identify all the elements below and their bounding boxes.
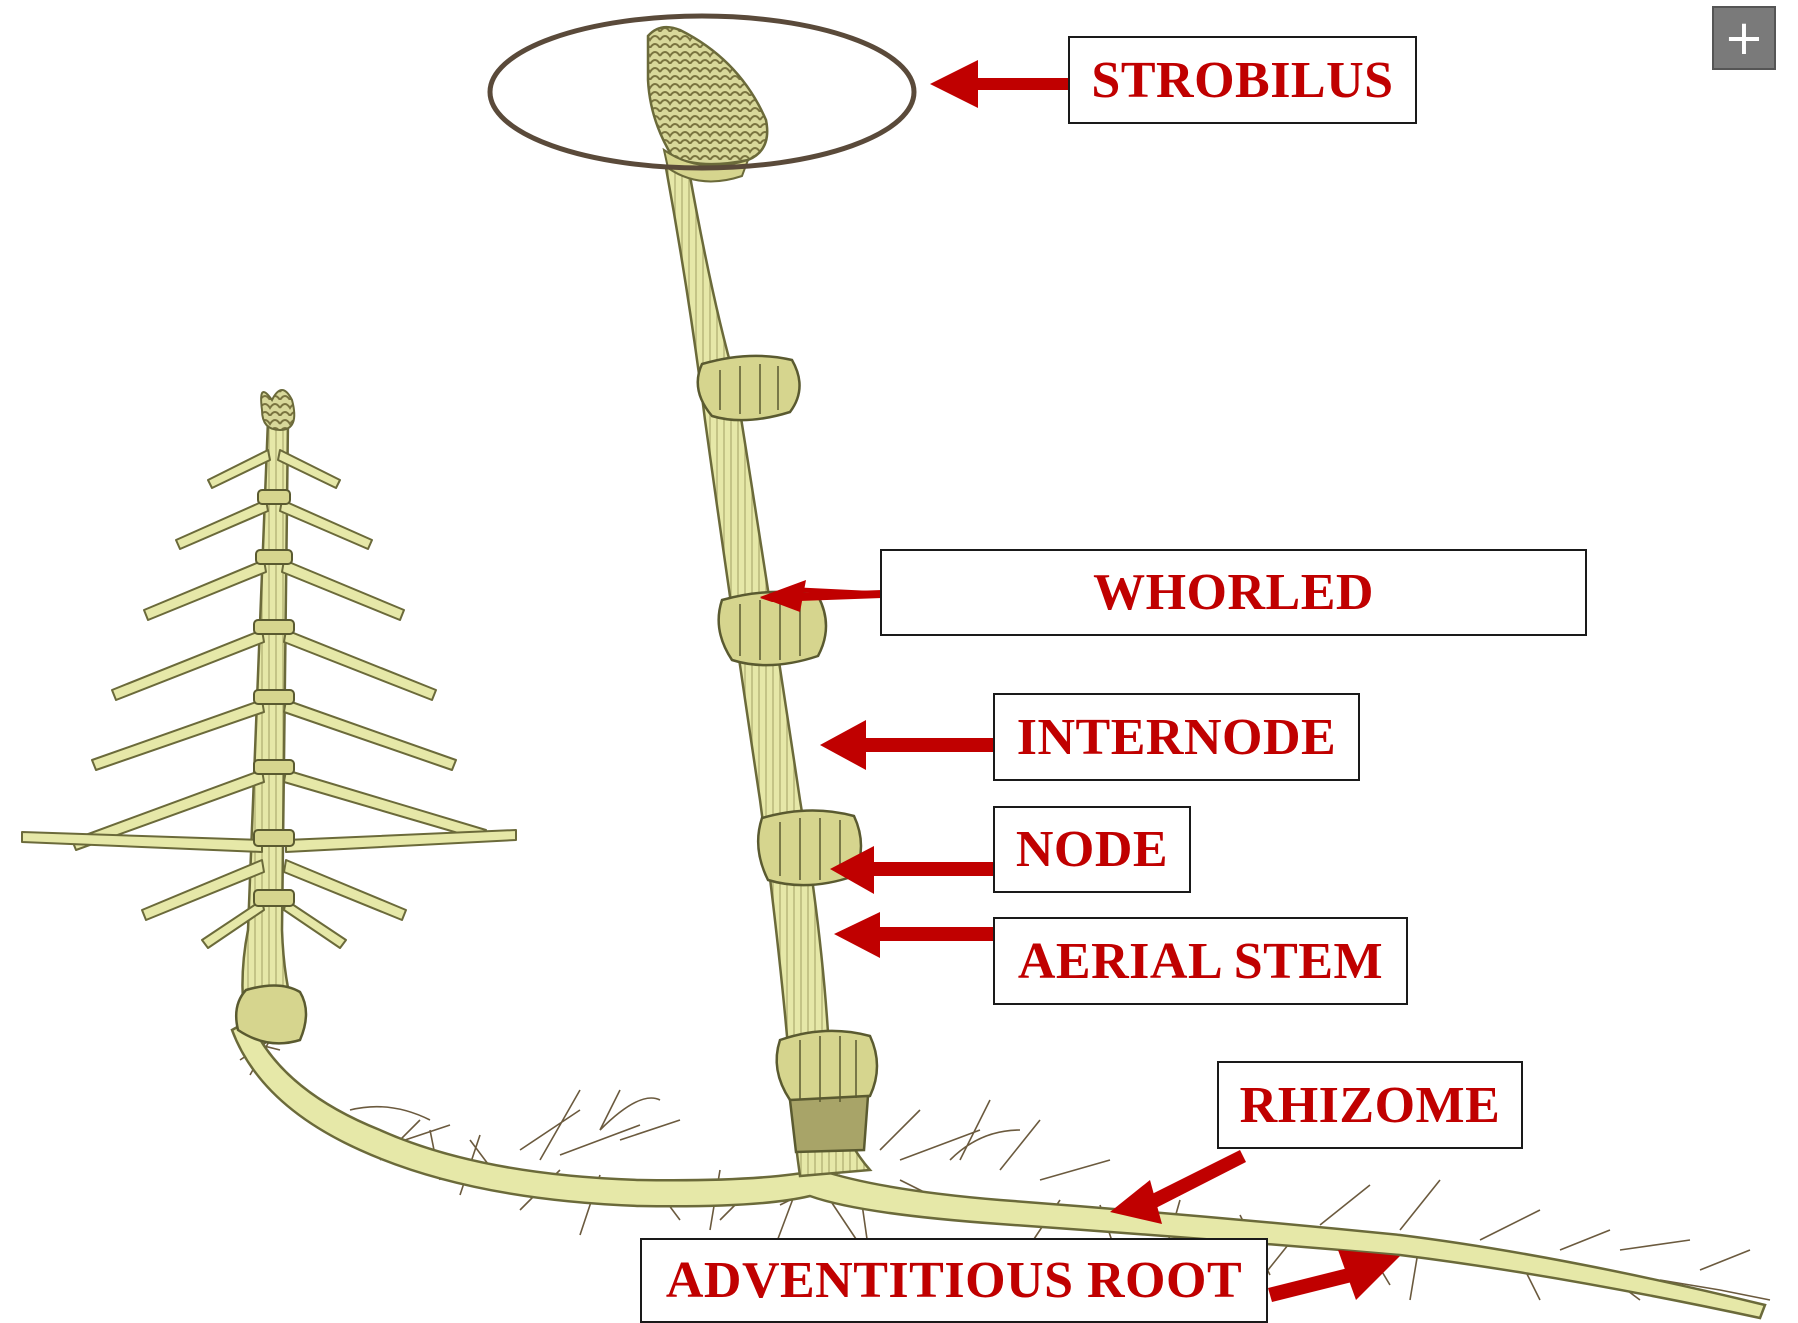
strobilus-cone — [648, 27, 767, 164]
arrow-strobilus — [930, 60, 1070, 108]
label-rhizome: RHIZOME — [1217, 1061, 1523, 1149]
arrow-aerial-stem — [834, 912, 996, 958]
label-adventitious-root: ADVENTITIOUS ROOT — [640, 1238, 1268, 1323]
sterile-shoot — [22, 390, 516, 1043]
label-node: NODE — [993, 806, 1191, 893]
label-whorled: WHORLED — [880, 549, 1587, 636]
arrow-rhizome — [1110, 1150, 1246, 1224]
arrow-internode — [820, 720, 995, 770]
zoom-in-button[interactable]: + — [1712, 6, 1776, 70]
aerial-stem-shape — [666, 165, 870, 1176]
label-internode: INTERNODE — [993, 693, 1360, 781]
label-aerial-stem: AERIAL STEM — [993, 917, 1408, 1005]
arrow-adventitious-root — [1268, 1250, 1400, 1302]
label-strobilus: STROBILUS — [1068, 36, 1417, 124]
